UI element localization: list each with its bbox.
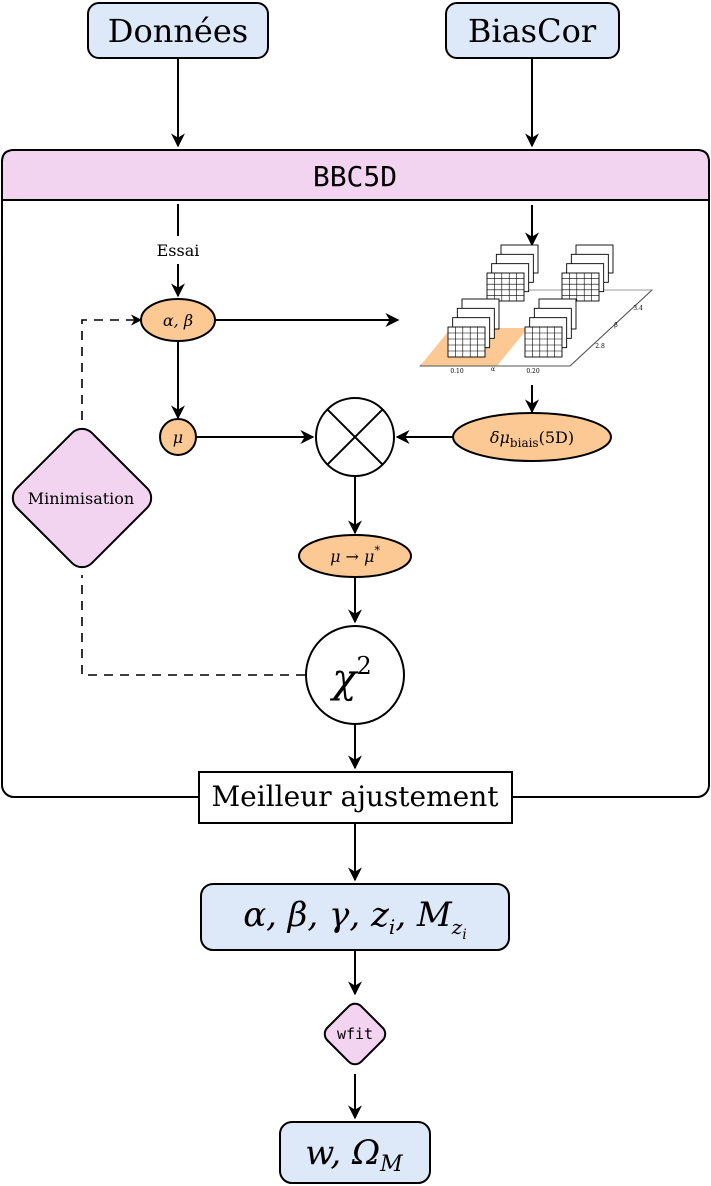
params-sub-i: i (389, 915, 395, 939)
meilleur-node (198, 771, 513, 824)
result-label: w, ΩM (305, 1133, 403, 1177)
params-label: α, β, γ, zi, Mzi (243, 895, 467, 943)
params-sub-z: z (451, 915, 463, 939)
wfit-label: wfit (337, 1025, 373, 1043)
plot-xtick-2: 0.20 (526, 368, 540, 375)
plot-xtick-1: 0.10 (450, 368, 464, 375)
wfit-node (323, 1002, 387, 1066)
plot-cubes (447, 244, 614, 358)
params-main: α, β, γ, z (243, 895, 390, 935)
alpha-beta-label: α, β (163, 311, 193, 330)
bbc5d-title: BBC5D (313, 160, 397, 193)
delta-mu-main: δμ (490, 428, 510, 447)
chi2-sup: 2 (356, 652, 371, 680)
plot-ytick-2: 3.4 (633, 305, 643, 312)
delta-mu-suffix: (5D) (539, 428, 575, 447)
chi2-label: χ2 (329, 652, 372, 702)
meilleur-label: Meilleur ajustement (212, 780, 500, 813)
chi2-main: χ (329, 656, 359, 702)
essai-label: Essai (157, 241, 200, 260)
result-main: w, Ω (305, 1133, 380, 1173)
minimisation-node (11, 427, 153, 569)
result-node (279, 1121, 431, 1184)
params-sub-zi: i (462, 927, 466, 943)
minimisation-label: Minimisation (28, 489, 134, 508)
bias-grid-plot: 0.10 α 0.20 2.8 β 3.4 (418, 244, 654, 375)
dashed-chi2-minimisation (81, 575, 305, 676)
delta-mu-sub: biais (510, 436, 539, 450)
plot-ytick-1: 2.8 (595, 343, 605, 350)
plot-cube-4 (524, 298, 577, 358)
result-sub: M (379, 1152, 403, 1177)
bbc5d-header (1, 149, 710, 201)
biascor-label: BiasCor (468, 12, 597, 50)
plot-xtick-label: α (491, 366, 495, 373)
dashed-minimisation-alphabeta (81, 319, 137, 420)
delta-mu-label: δμbiais(5D) (490, 428, 574, 450)
plot-cube-3 (447, 298, 500, 358)
plot-cube-2 (561, 244, 614, 302)
donnees-label: Données (108, 12, 248, 50)
otimes-node (315, 397, 395, 477)
mu-star-label: μ → μ* (330, 544, 380, 566)
plot-cube-1 (486, 244, 539, 302)
mu-star-main: μ → μ (330, 547, 374, 566)
params-M: , M (395, 895, 453, 935)
mu-label: μ (173, 428, 183, 447)
mu-star-sup: * (374, 544, 380, 557)
plot-axis-right (569, 289, 653, 367)
plot-ytick-label: β (614, 322, 618, 329)
